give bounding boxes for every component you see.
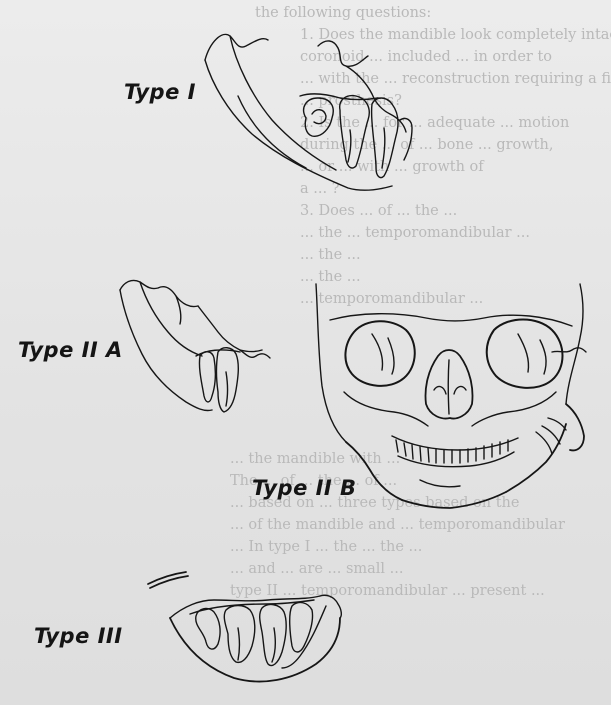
type-iib-drawing <box>316 284 586 508</box>
skull-orbit-right <box>487 320 563 388</box>
type-i-coronoid <box>318 41 368 66</box>
type-i-molar-1 <box>304 98 334 136</box>
type-iia-notch <box>198 306 262 352</box>
type-iii-drawing <box>148 572 341 682</box>
type-iii-tooth-1 <box>196 609 220 650</box>
type-i-ramus-outline <box>205 34 268 60</box>
skull-orbit-left-shade <box>372 334 394 374</box>
type-iii-ramus-inner <box>282 606 326 668</box>
type-iii-tooth-2-root <box>238 628 240 660</box>
skull-left-border <box>316 284 346 442</box>
skull-chin-detail <box>420 480 460 487</box>
type-i-molar-4 <box>400 118 412 160</box>
type-i-drawing <box>205 34 412 190</box>
type-iii-ramus <box>320 595 341 618</box>
type-i-ramus-back <box>205 60 392 190</box>
type-iii-fragment-mark <box>148 572 188 588</box>
label-type-i: Type I <box>124 80 196 104</box>
skull-mandible-right <box>506 424 566 492</box>
skull-nasal-shade <box>434 387 466 394</box>
type-iia-inner-line <box>140 282 202 356</box>
type-iia-tooth-2-root <box>226 372 228 406</box>
type-iia-upper-outline <box>120 280 198 306</box>
skull-orbit-right-shade <box>518 334 546 374</box>
type-iia-tooth-1 <box>199 352 215 402</box>
type-i-molar-2-root <box>348 130 351 162</box>
label-type-iia: Type II A <box>18 338 123 362</box>
skull-maxilla-line <box>392 436 518 450</box>
type-iia-drawing <box>120 280 270 412</box>
skull-mandible-angle <box>566 404 584 450</box>
skull-teeth-gap <box>398 452 514 467</box>
type-iia-posterior-line <box>120 290 212 411</box>
type-iii-tooth-3-root <box>272 628 275 662</box>
skull-zygoma-right <box>472 392 556 426</box>
type-iii-tooth-4 <box>290 603 313 652</box>
skull-zygoma-left <box>344 392 428 426</box>
type-i-lower-border <box>238 96 306 168</box>
skull-orbit-left <box>345 321 414 386</box>
label-type-iib: Type II B <box>252 476 357 500</box>
skull-nasal-septum <box>448 360 449 414</box>
type-i-molar-2 <box>340 96 370 168</box>
type-i-molar-1-inner <box>312 110 326 124</box>
type-i-molar-3-root <box>382 128 385 168</box>
skull-orbit-right-crack <box>552 348 586 352</box>
skull-right-border <box>566 284 583 404</box>
type-i-inner-line <box>230 36 336 170</box>
label-type-iii: Type III <box>34 624 123 648</box>
type-iii-tooth-3 <box>260 605 286 666</box>
skull-mandible-chin <box>402 492 506 508</box>
